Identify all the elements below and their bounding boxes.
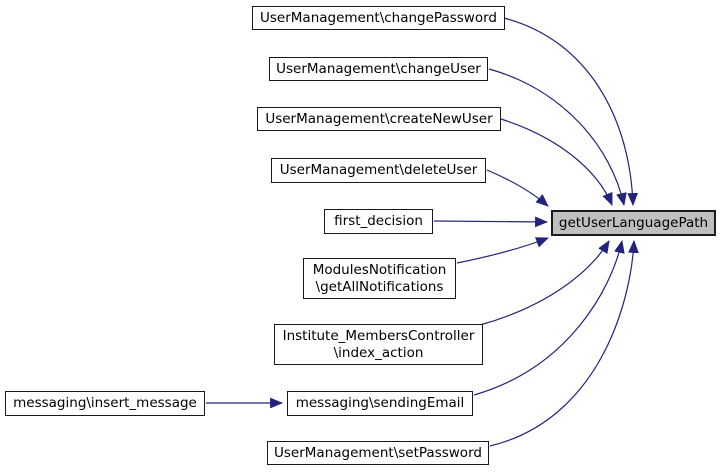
node-create-new-user[interactable]: UserManagement\createNewUser [257, 107, 501, 131]
edge-set-password-to-target [489, 239, 639, 447]
node-change-user[interactable]: UserManagement\changeUser [269, 57, 488, 81]
edge-create-new-user-to-target [500, 118, 613, 206]
edge-first-decision-to-target [433, 216, 549, 228]
node-label: messaging\sendingEmail [295, 395, 465, 412]
node-label: messaging\insert_message [13, 395, 197, 412]
node-first-decision[interactable]: first_decision [324, 209, 433, 234]
node-label: ModulesNotification \getAllNotifications [312, 261, 447, 295]
node-label: UserManagement\setPassword [274, 444, 482, 461]
node-get-user-language-path: getUserLanguagePath [551, 210, 716, 236]
node-get-all-notifications[interactable]: ModulesNotification \getAllNotifications [303, 258, 456, 299]
edge-sending-email-to-target [473, 239, 625, 396]
node-label: UserManagement\createNewUser [265, 110, 493, 127]
edge-change-user-to-target [488, 68, 627, 207]
node-set-password[interactable]: UserManagement\setPassword [267, 441, 489, 465]
edge-delete-user-to-target [486, 169, 549, 207]
node-label: first_decision [334, 213, 423, 230]
node-index-action[interactable]: Institute_MembersController \index_actio… [274, 324, 483, 365]
edge-get-all-notifications-to-target [456, 237, 550, 264]
node-label: getUserLanguagePath [558, 214, 709, 231]
edge-change-password-to-target [503, 17, 638, 207]
node-change-password[interactable]: UserManagement\changePassword [252, 6, 505, 30]
node-label: UserManagement\deleteUser [279, 162, 478, 179]
node-label: UserManagement\changeUser [276, 60, 481, 77]
node-sending-email[interactable]: messaging\sendingEmail [287, 391, 473, 416]
node-delete-user[interactable]: UserManagement\deleteUser [271, 158, 486, 183]
node-label: Institute_MembersController \index_actio… [282, 327, 475, 361]
node-label: UserManagement\changePassword [260, 9, 497, 26]
edge-index-action-to-target [479, 240, 610, 326]
node-insert-message[interactable]: messaging\insert_message [5, 391, 205, 416]
